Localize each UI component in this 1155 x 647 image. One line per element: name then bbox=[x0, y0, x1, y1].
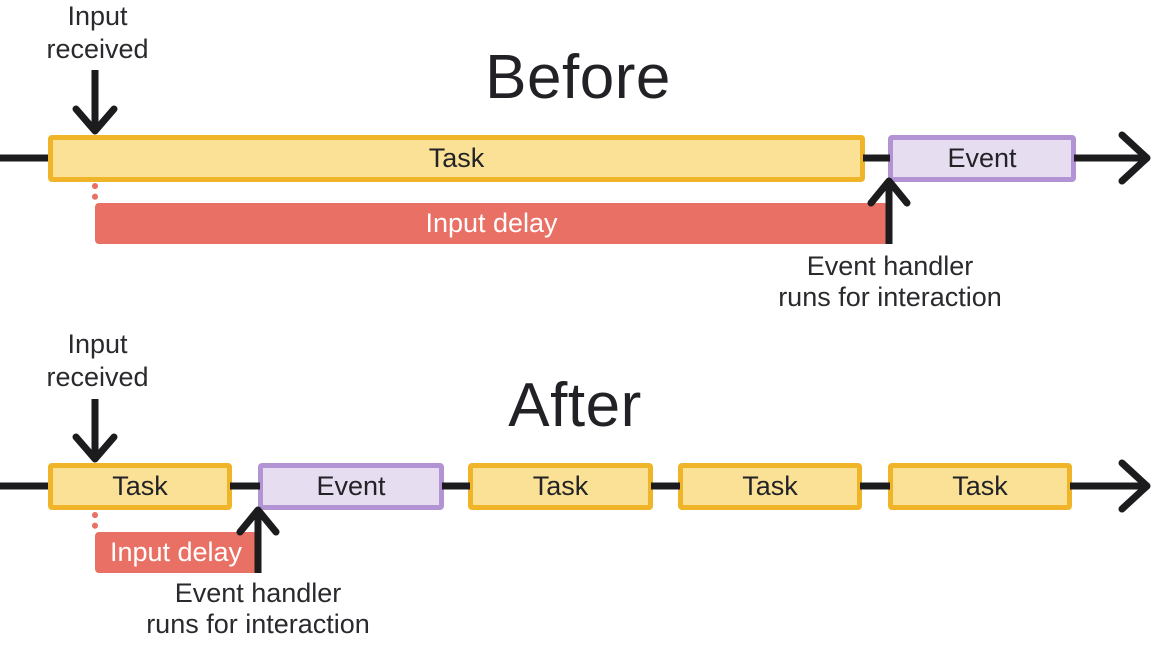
after-task-bar-1-label: Task bbox=[112, 471, 168, 501]
after-task-bar-4: Task bbox=[888, 463, 1072, 510]
before-timeline-arrow-icon bbox=[1118, 131, 1151, 185]
before-event-handler-line2: runs for interaction bbox=[778, 282, 1002, 312]
after-event-handler-line2: runs for interaction bbox=[146, 609, 370, 639]
after-event-handler-line1: Event handler bbox=[174, 578, 342, 608]
after-input-delay-bar: Input delay bbox=[95, 532, 257, 573]
before-event-bar-label: Event bbox=[947, 143, 1017, 173]
after-input-received-label: Input received bbox=[46, 329, 149, 392]
after-task-bar-2: Task bbox=[468, 463, 653, 510]
before-task-bar: Task bbox=[48, 135, 865, 182]
before-title: Before bbox=[485, 43, 671, 112]
after-task-bar-3-label: Task bbox=[742, 471, 798, 501]
before-event-handler-line1: Event handler bbox=[806, 251, 974, 281]
after-task-bar-3: Task bbox=[678, 463, 862, 510]
before-task-bar-label: Task bbox=[428, 143, 485, 173]
before-input-delay-label: Input delay bbox=[425, 208, 558, 238]
after-up-arrow-icon bbox=[236, 506, 280, 536]
before-event-handler-label: Event handler runs for interaction bbox=[740, 251, 1040, 313]
after-timeline-arrow-icon bbox=[1118, 459, 1151, 513]
after-event-handler-label: Event handler runs for interaction bbox=[108, 578, 408, 640]
before-input-delay-bar: Input delay bbox=[95, 203, 888, 244]
before-up-arrow-icon bbox=[867, 177, 911, 207]
before-input-down-arrow-icon bbox=[72, 105, 118, 135]
after-task-bar-4-label: Task bbox=[952, 471, 1008, 501]
after-title: After bbox=[508, 371, 642, 440]
after-input-down-arrow-icon bbox=[72, 433, 118, 463]
before-event-bar: Event bbox=[888, 135, 1076, 182]
after-task-bar-1: Task bbox=[48, 463, 232, 510]
after-event-bar: Event bbox=[258, 463, 444, 510]
before-input-received-label: Input received bbox=[46, 1, 149, 64]
after-task-bar-2-label: Task bbox=[532, 471, 589, 501]
after-input-delay-label: Input delay bbox=[109, 537, 243, 567]
after-event-bar-label: Event bbox=[316, 471, 386, 501]
